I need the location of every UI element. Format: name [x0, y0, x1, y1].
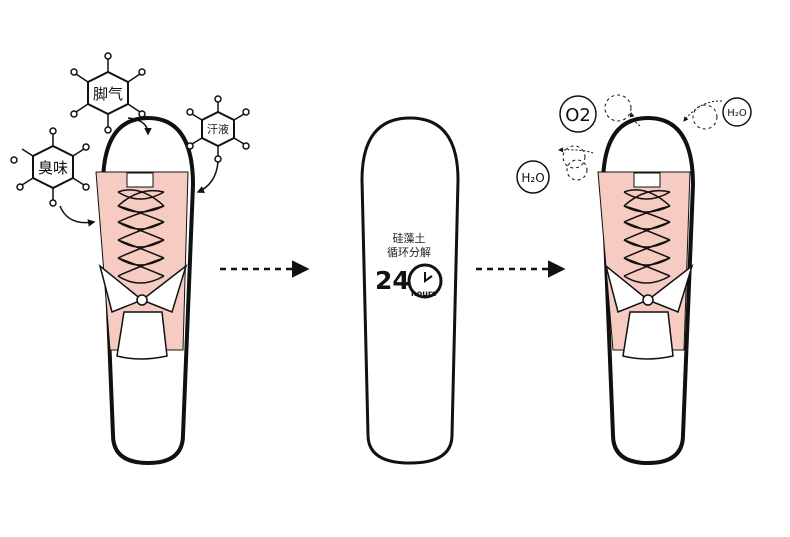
shoe-left-bow: [98, 263, 188, 314]
insole-process-label: 循环分解: [387, 245, 431, 259]
gas-oxygen: O2: [559, 94, 641, 133]
gas-water-right: H₂O: [683, 97, 752, 130]
gas-label-water-small: H₂O: [727, 108, 747, 119]
molecule-sweat: 汗液: [186, 95, 250, 193]
shoe-left-laces: [117, 189, 165, 284]
molecule-label-foot-odor: 脚气: [93, 85, 123, 103]
insole-middle-outline: [360, 116, 460, 465]
shoe-left: [95, 115, 196, 466]
insole-material-label: 硅藻土: [393, 232, 426, 245]
insole-middle: 硅藻土 循环分解 24 hours: [360, 116, 460, 465]
shoe-left-heel: [116, 311, 168, 360]
gas-water-left: H₂O: [516, 145, 594, 194]
hours-unit: hours: [411, 289, 437, 298]
clock-icon: [407, 263, 443, 299]
molecule-label-odor: 臭味: [38, 159, 68, 177]
molecule-odor: 臭味: [10, 127, 96, 227]
molecule-label-sweat: 汗液: [207, 122, 229, 136]
shoe-right: [597, 115, 696, 466]
molecule-foot-odor: 脚气: [70, 52, 152, 136]
shoe-right-laces: [623, 189, 671, 284]
shoe-right-heel: [622, 311, 674, 360]
gas-label-oxygen: O2: [565, 105, 591, 126]
shoe-right-bow: [604, 263, 694, 314]
hours-number: 24: [375, 266, 410, 295]
gas-label-water-left: H₂O: [521, 171, 544, 185]
